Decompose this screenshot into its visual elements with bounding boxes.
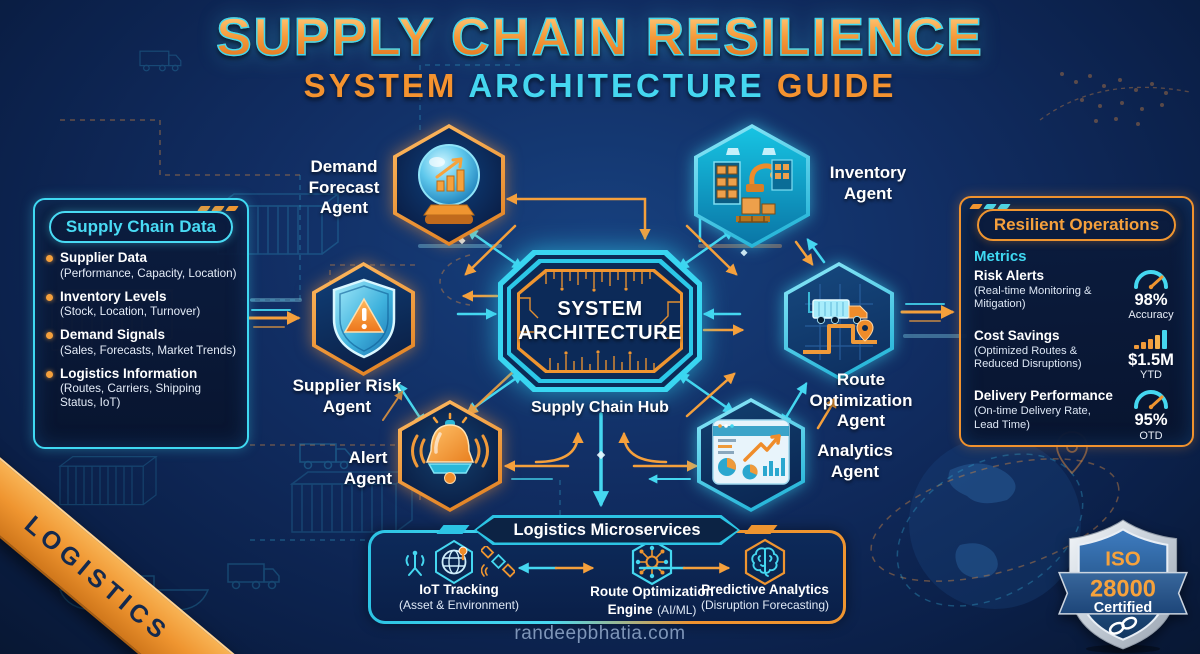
hub-caption: Supply Chain Hub (531, 399, 669, 416)
subtitle-word-guide: GUIDE (776, 66, 897, 104)
agent-label-analytics: Analytics Agent (817, 441, 893, 481)
metric-cost-savings: Cost Savings (Optimized Routes & Reduced… (961, 328, 1192, 381)
metric-unit: OTD (1139, 429, 1163, 442)
metric-name: Cost Savings (974, 328, 1060, 344)
watermark: randeepbhatia.com (514, 623, 686, 644)
agent-hex-supplier-risk (312, 262, 415, 376)
metric-value: $1.5M (1128, 351, 1174, 370)
satellite-icon (481, 546, 515, 578)
agent-label-supplier-risk: Supplier Risk Agent (292, 376, 402, 416)
agent-hex-alert (398, 400, 502, 512)
item-name: Inventory Levels (60, 288, 167, 304)
agent-label-route-optimization: Route Optimization Agent (809, 370, 913, 431)
hub-title-line2: ARCHITECTURE (518, 322, 682, 344)
main-title: SUPPLY CHAIN RESILIENCE (0, 9, 1200, 66)
chain-link-icon (1108, 616, 1138, 635)
metrics-section-label: Metrics (974, 248, 1027, 265)
subtitle: SYSTEM ARCHITECTURE GUIDE (0, 67, 1200, 105)
metric-unit: Accuracy (1128, 309, 1174, 322)
list-item: Inventory Levels (Stock, Location, Turno… (46, 289, 238, 320)
microservice-iot-tracking: IoT Tracking (Asset & Environment) (378, 539, 540, 613)
agent-hex-analytics (697, 398, 805, 512)
system-architecture-hub: SYSTEM ARCHITECTURE (498, 250, 702, 392)
item-name: Logistics Information (60, 365, 198, 381)
microservice-predictive-analytics: Predictive Analytics (Disruption Forecas… (690, 538, 840, 613)
subtitle-word-architecture: ARCHITECTURE (468, 66, 765, 104)
microservices-title: Logistics Microservices (476, 517, 738, 543)
agent-label-alert: Alert Agent (343, 448, 393, 488)
metric-detail: (On-time Delivery Rate, Lead Time) (974, 404, 1091, 431)
metric-delivery-performance: Delivery Performance (On-time Delivery R… (961, 388, 1192, 442)
warehouse-robots-icon (713, 148, 793, 223)
metric-detail: (Real-time Monitoring & Mitigation) (974, 284, 1092, 311)
microservice-detail: (Disruption Forecasting) (700, 598, 830, 613)
item-detail: (Sales, Forecasts, Market Trends) (60, 343, 237, 357)
microservices-title-tab: Logistics Microservices (436, 515, 778, 545)
metric-detail: (Optimized Routes & Reduced Disruptions) (974, 344, 1082, 371)
microservice-route-optimization-engine: Route Optimization Engine (AI/ML) (576, 538, 728, 619)
circuit-pattern (520, 272, 680, 370)
badge-banner (1057, 571, 1189, 615)
right-panel-title: Resilient Operations (976, 209, 1177, 241)
globe-hex-icon (435, 539, 473, 585)
microservice-name: Predictive Analytics (701, 582, 829, 597)
agent-label-inventory: Inventory Agent (829, 163, 907, 203)
gauge-icon (1134, 390, 1168, 410)
item-name: Demand Signals (60, 327, 166, 343)
metric-name: Risk Alerts (974, 268, 1045, 283)
header: SUPPLY CHAIN RESILIENCE SYSTEM ARCHITECT… (0, 9, 1200, 105)
metric-value: 98% (1134, 291, 1168, 309)
metric-unit: YTD (1140, 369, 1162, 382)
bullet-icon (46, 332, 53, 340)
microservice-detail: (Asset & Environment) (398, 598, 520, 613)
antenna-icon (405, 550, 425, 576)
agent-label-demand-forecast: Demand Forecast Agent (308, 157, 380, 218)
agent-hex-demand-forecast (393, 124, 505, 246)
metric-value: 95% (1134, 411, 1168, 430)
metric-name: Delivery Performance (974, 388, 1113, 404)
bullet-icon (46, 255, 53, 262)
truck-map-icon (803, 284, 877, 360)
microservice-detail: (AI/ML) (657, 603, 697, 617)
left-panel-title: Supply Chain Data (48, 211, 234, 243)
agent-hex-route-optimization (784, 262, 894, 380)
bullet-icon (46, 370, 53, 378)
metric-risk-alerts: Risk Alerts (Real-time Monitoring & Miti… (961, 268, 1192, 321)
item-detail: (Performance, Capacity, Location) (60, 266, 237, 280)
badge-iso-text: ISO (1105, 547, 1140, 570)
resilient-operations-panel: Resilient Operations Metrics Risk Alerts… (959, 196, 1194, 447)
badge-28000-text: 28000 (1090, 576, 1156, 602)
dashboard-charts-icon (712, 419, 790, 485)
brain-hex-icon (744, 538, 786, 586)
microservice-name: Route Optimization Engine (590, 584, 714, 617)
supply-chain-data-panel: Supply Chain Data Supplier Data (Perform… (33, 198, 249, 449)
shield-warning-icon (332, 278, 395, 359)
supply-chain-data-list: Supplier Data (Performance, Capacity, Lo… (35, 250, 247, 410)
item-detail: (Routes, Carriers, Shipping Status, IoT) (60, 382, 201, 410)
item-name: Supplier Data (60, 250, 148, 265)
list-item: Demand Signals (Sales, Forecasts, Market… (46, 327, 238, 358)
bell-icon (411, 412, 489, 484)
hub-title: SYSTEM ARCHITECTURE (498, 250, 702, 392)
agent-hex-inventory (694, 124, 810, 248)
badge-certified-text: Certified (1094, 600, 1152, 616)
bullet-icon (46, 293, 53, 301)
logistics-microservices-panel: Logistics Microservices (368, 515, 846, 624)
microservice-name: IoT Tracking (419, 582, 499, 597)
item-detail: (Stock, Location, Turnover) (60, 305, 201, 319)
bar-chart-icon (1134, 330, 1167, 350)
crystal-ball-chart-icon (418, 144, 480, 224)
iso-28000-badge: ISO 28000 Certified (1057, 519, 1189, 653)
list-item: Supplier Data (Performance, Capacity, Lo… (46, 250, 238, 281)
subtitle-word-system: SYSTEM (303, 66, 458, 104)
hub-title-line1: SYSTEM (557, 298, 643, 320)
gauge-icon (1134, 270, 1168, 290)
list-item: Logistics Information (Routes, Carriers,… (46, 366, 238, 411)
